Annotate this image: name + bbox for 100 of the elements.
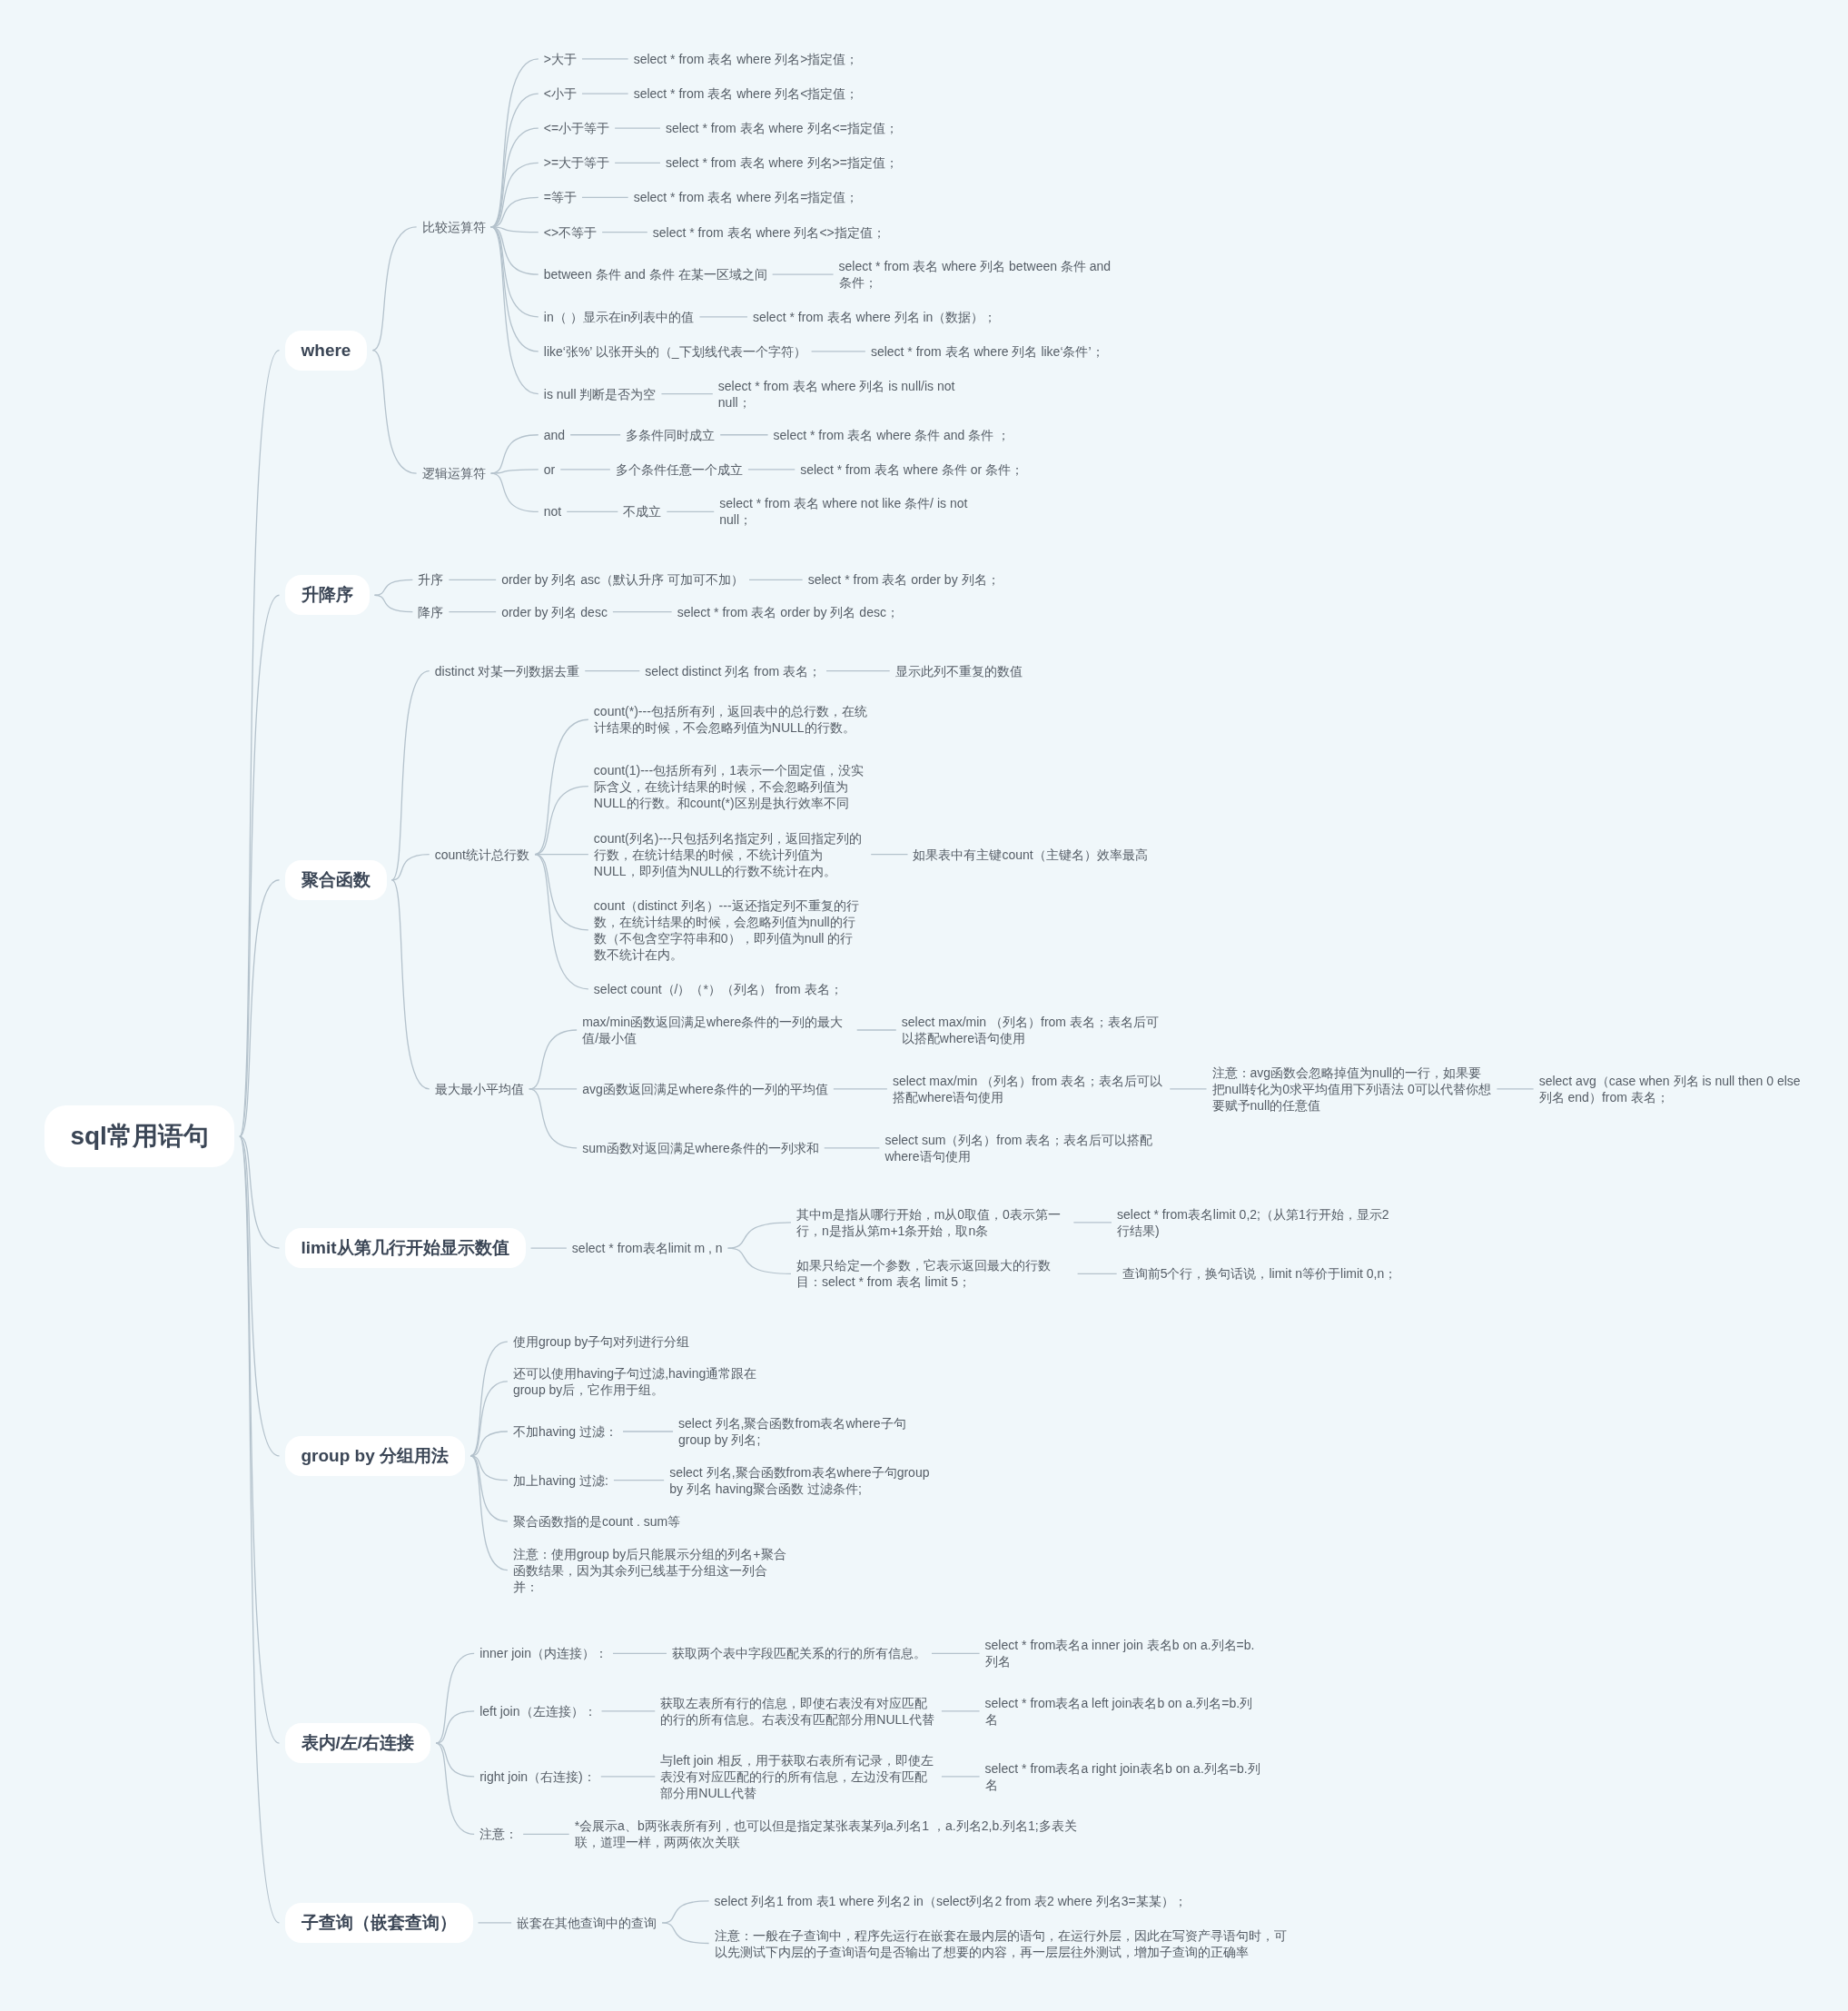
topic-label: 显示此列不重复的数值 — [894, 662, 1023, 679]
connector-line — [448, 579, 497, 580]
connector-line — [719, 434, 769, 436]
connector-line — [435, 1710, 475, 1744]
topic-label: 其中m是指从哪行开始，m从0取值，0表示第一行，n是指从第m+1条开始，取n条 — [796, 1205, 1069, 1239]
topic-label: select * from 表名 where 列名 like‘条件’； — [870, 342, 1104, 360]
topic-label: select avg（case when 列名 is null then 0 else 列名 end）from 表名； — [1538, 1072, 1815, 1105]
topic-label: select distinct 列名 from 表名； — [645, 662, 822, 679]
topic-label: select 列名,聚合函数from表名where子句group by 列名 having聚合函数 过滤条件; — [669, 1463, 933, 1497]
topic-label: 聚合函数指的是count . sum等 — [512, 1512, 681, 1530]
connector-line — [601, 231, 648, 233]
topic-label: avg函数返回满足where条件的一列的平均值 — [582, 1080, 828, 1097]
topic-label: order by 列名 asc（默认升序 可加可不加） — [501, 571, 744, 589]
topic-label: select sum（列名）from 表名；表名后可以搭配where语句使用 — [884, 1131, 1165, 1164]
topic-label: 查询前5个行，换句话说，limit n等价于limit 0,n； — [1122, 1265, 1398, 1283]
connector-line — [824, 1147, 881, 1149]
topic-label: <>不等于 — [543, 223, 598, 241]
connector-line — [941, 1710, 981, 1712]
topic-label: select * from 表名 where 列名<=指定值； — [665, 120, 898, 137]
connector-line — [870, 853, 909, 856]
connector-line — [373, 594, 414, 613]
connector-line — [566, 510, 618, 513]
connector-line — [448, 611, 497, 613]
topic-label: not — [543, 503, 562, 520]
topic-label: select * from 表名 where 列名<指定值； — [633, 85, 859, 103]
topic-label: select * from 表名 where 列名=指定值； — [633, 189, 859, 206]
connector-line — [581, 93, 629, 94]
central-topic-box: sql常用语句 — [44, 1105, 234, 1168]
connector-line — [614, 162, 661, 163]
topic-label: like‘张%’ 以张开头的（_下划线代表一个字符） — [543, 342, 806, 360]
connector-line — [856, 1029, 897, 1031]
topic-label: select * from表名limit m , n — [571, 1240, 723, 1257]
main-topic-box: where — [284, 330, 368, 371]
connector-line — [469, 1455, 509, 1481]
topic-label: sum函数对返回满足where条件的一列求和 — [582, 1139, 819, 1156]
connector-line — [239, 594, 281, 1137]
topic-label: select * from表名a left join表名b on a.列名=b.列名 — [984, 1694, 1265, 1728]
topic-label: 注意：使用group by后只能展示分组的列名+聚合函数结果，因为其余列已线基于分组这一列合并： — [512, 1545, 789, 1595]
topic-label: 比较运算符 — [421, 218, 486, 235]
connector-line — [726, 1222, 792, 1249]
topic-label: 注意： — [479, 1826, 519, 1843]
connector-line — [772, 273, 835, 275]
topic-label: select * from 表名 where 列名<>指定值； — [652, 223, 885, 241]
connector-line — [581, 58, 629, 60]
topic-label: 不加having 过滤： — [512, 1423, 618, 1440]
topic-label: or — [543, 461, 556, 478]
topic-label: select * from 表名 where 列名 between 条件 and 条件； — [838, 258, 1115, 292]
connector-line — [941, 1776, 981, 1778]
topic-label: select count（/）（*）（列名） from 表名； — [593, 980, 843, 997]
connector-line — [522, 1833, 570, 1836]
topic-label: *会展示a、b两张表所有列，也可以但是指定某张表某列a.列名1 ，a.列名2,b.列名1;多表关联，道理一样，两两依次关联 — [574, 1818, 1082, 1851]
connector-line — [529, 1088, 578, 1149]
topic-label: select * from 表名 order by 列名 desc； — [677, 603, 899, 620]
connector-line — [810, 351, 866, 352]
topic-label: select * from 表名 where 列名 in（数据）； — [752, 308, 997, 325]
connector-line — [581, 196, 629, 199]
topic-label: 获取左表所有行的信息，即使右表没有对应匹配的行的所有信息。右表没有匹配部分用NULL代替 — [660, 1694, 936, 1728]
topic-label: select * from表名a right join表名b on a.列名=b.列名 — [984, 1759, 1265, 1793]
connector-line — [612, 1652, 667, 1654]
topic-label: select * from 表名 order by 列名； — [807, 571, 1000, 589]
topic-label: and — [543, 426, 566, 443]
topic-label: <小于 — [543, 85, 577, 103]
topic-label: 不成立 — [623, 503, 662, 520]
connector-line — [529, 1088, 578, 1090]
connector-line — [477, 1922, 512, 1924]
connector-line — [373, 579, 414, 596]
topic-label: select * from 表名 where not like 条件/ is not null； — [719, 495, 983, 529]
main-topic-box: 升降序 — [284, 575, 370, 616]
topic-label: 最大最小平均值 — [434, 1080, 524, 1097]
connector-line — [489, 469, 539, 474]
topic-label: 多个条件任意一个成立 — [615, 461, 743, 478]
topic-label: 嵌套在其他查询中的查询 — [517, 1914, 657, 1931]
topic-label: 加上having 过滤: — [512, 1471, 608, 1489]
topic-label: <=小于等于 — [543, 120, 610, 137]
main-topic-box: 表内/左/右连接 — [284, 1723, 431, 1764]
topic-label: 如果表中有主键count（主键名）效率最高 — [913, 846, 1148, 863]
connector-line — [390, 879, 430, 1090]
topic-label: distinct 对某一列数据去重 — [434, 662, 580, 679]
connector-line — [489, 472, 539, 513]
connector-line — [1072, 1222, 1112, 1223]
connector-line — [666, 510, 715, 513]
topic-label: select * from表名limit 0,2;（从第1行开始，显示2行结果) — [1117, 1205, 1393, 1239]
topic-label: left join（左连接）： — [479, 1702, 597, 1719]
topic-label: >=大于等于 — [543, 154, 610, 172]
topic-label: >大于 — [543, 50, 577, 67]
topic-label: select max/min （列名）from 表名；表名后可以搭配where语句使用 — [901, 1014, 1171, 1046]
connector-line — [726, 1247, 792, 1274]
topic-label: count(*)---包括所有列，返回表中的总行数，在统计结果的时候，不会忽略列值为NULL的行数。 — [593, 703, 870, 737]
connector-line — [698, 316, 748, 318]
connector-line — [435, 1742, 475, 1836]
connector-line — [931, 1652, 981, 1654]
connector-line — [469, 1455, 509, 1571]
connector-line — [534, 786, 589, 856]
topic-label: 注意：一般在子查询中，程序先运行在嵌套在最内层的语句，在运行外层，因此在写资产寻语句时，可以先测试下内层的子查询语句是否输出了想要的内容，再一层层往外测试，增加子查询的正确率 — [714, 1927, 1299, 1960]
topic-label: in（ ）显示在in列表中的值 — [543, 308, 695, 325]
topic-label: 还可以使用having子句过滤,having通常跟在group by后，它作用于组。 — [512, 1364, 776, 1398]
connector-line — [239, 879, 281, 1137]
connector-line — [1076, 1273, 1118, 1274]
topic-label: select * from 表名 where 条件 and 条件 ； — [773, 426, 1011, 443]
topic-label: select * from 表名 where 列名>=指定值； — [665, 154, 898, 172]
